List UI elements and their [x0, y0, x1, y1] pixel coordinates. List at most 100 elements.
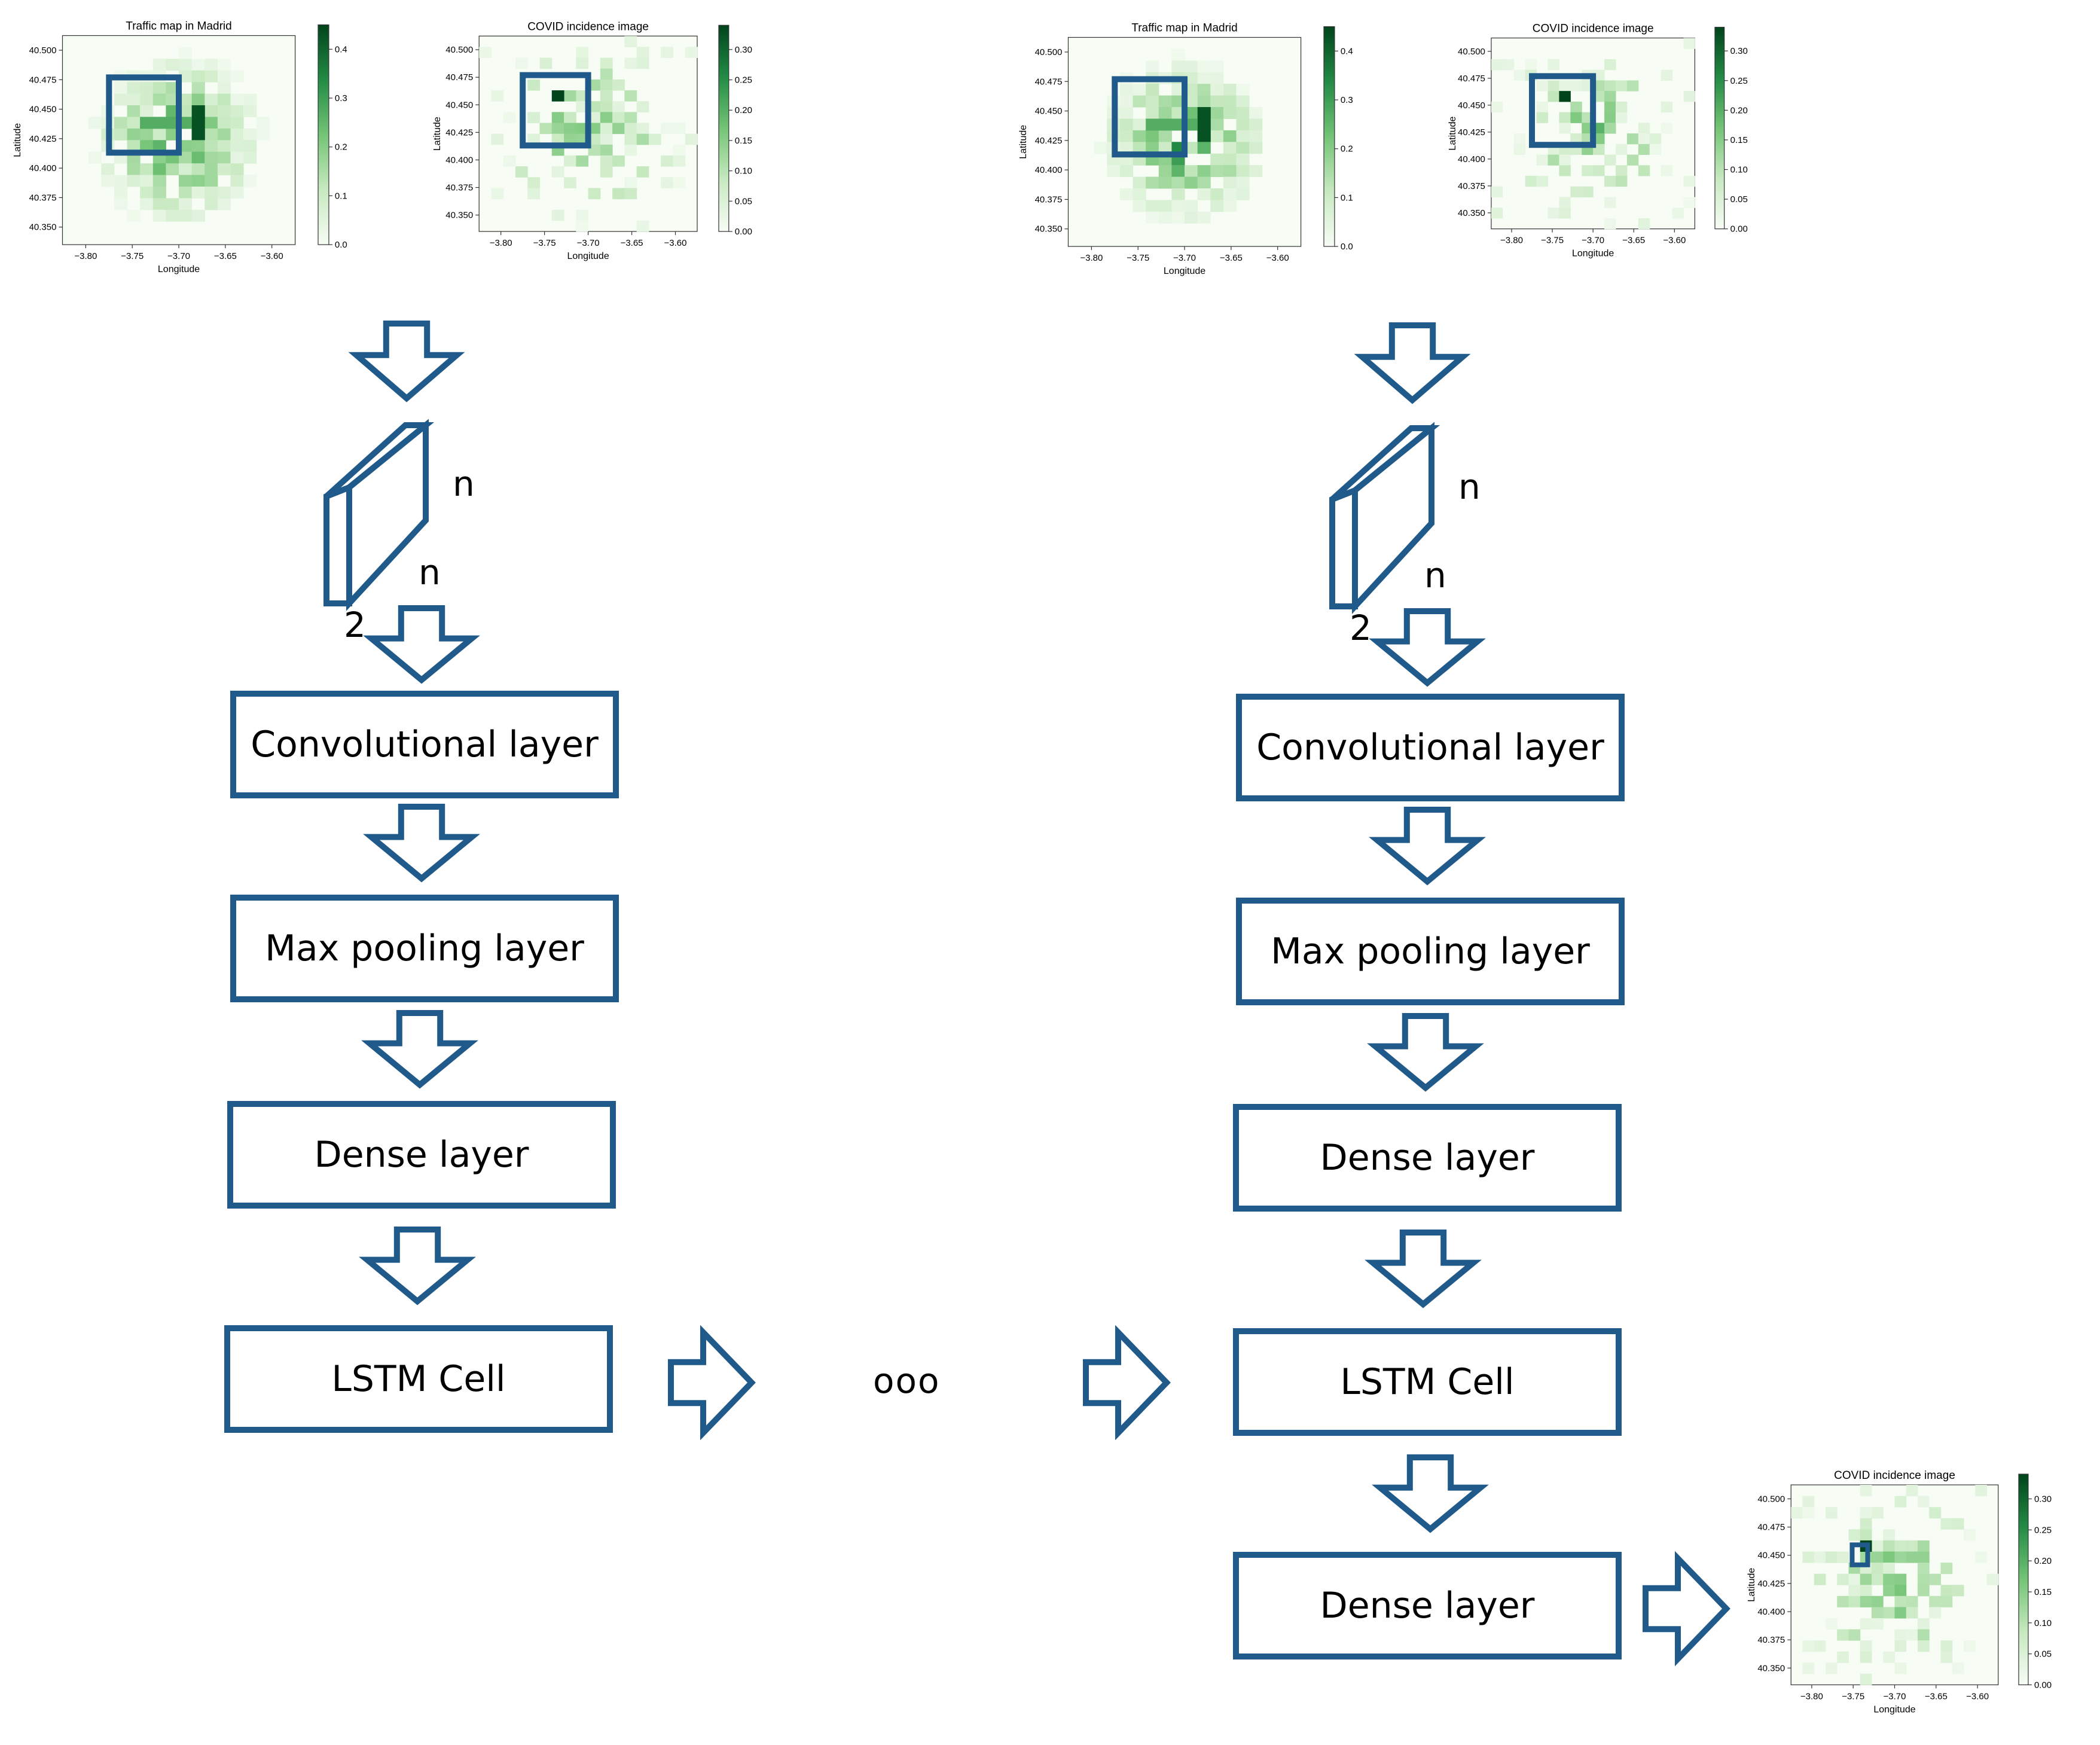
map-title: COVID incidence image [1834, 1469, 1955, 1482]
traffic-map-right: Traffic map in Madrid−3.80−3.75−3.70−3.6… [1018, 22, 1353, 277]
dense-layer-box: Dense layer [227, 1101, 616, 1209]
x-tick-label: −3.65 [214, 251, 237, 261]
colorbar-tick-label: 0.30 [2034, 1494, 2052, 1504]
colorbar-tick-label: 0.0 [1341, 242, 1353, 252]
x-tick-label: −3.65 [1925, 1691, 1948, 1701]
conv-layer-box: Convolutional layer [1236, 694, 1625, 801]
down-arrow-icon [1369, 608, 1486, 687]
dense-output-layer-box: Dense layer [1233, 1552, 1622, 1659]
y-tick-label: 40.475 [445, 72, 473, 83]
right-arrow-icon [668, 1325, 756, 1441]
colorbar-tick-label: 0.15 [2034, 1587, 2052, 1597]
input-depth-label: 2 [344, 605, 366, 645]
right-arrow-icon [1643, 1551, 1730, 1667]
traffic-map-left: Traffic map in Madrid−3.80−3.75−3.70−3.6… [13, 20, 347, 275]
y-tick-label: 40.350 [1757, 1663, 1785, 1673]
y-tick-label: 40.425 [1757, 1579, 1785, 1589]
x-tick-label: −3.75 [1541, 236, 1564, 246]
down-arrow-icon [359, 1227, 476, 1305]
y-tick-label: 40.500 [445, 45, 473, 55]
map-title: COVID incidence image [527, 20, 649, 33]
x-tick-label: −3.80 [1080, 253, 1103, 263]
x-axis-label: Longitude [158, 264, 200, 274]
y-tick-label: 40.450 [1035, 106, 1063, 117]
y-axis-label: Latitude [1448, 117, 1458, 151]
colorbar-tick-label: 0.2 [335, 142, 347, 152]
input-volume-icon [323, 419, 435, 611]
down-arrow-icon [1365, 1230, 1482, 1308]
y-tick-label: 40.375 [1035, 194, 1063, 205]
covid-map-left: COVID incidence image−3.80−3.75−3.70−3.6… [432, 20, 752, 261]
colorbar-tick-label: 0.2 [1341, 144, 1353, 154]
colorbar-tick-label: 0.4 [1341, 46, 1353, 56]
colorbar-tick-label: 0.10 [2034, 1618, 2052, 1628]
colorbar-tick-label: 0.00 [2034, 1680, 2052, 1690]
colorbar-tick-label: 0.20 [735, 105, 752, 115]
y-tick-label: 40.350 [1458, 208, 1485, 218]
x-tick-label: −3.60 [1966, 1691, 1989, 1701]
y-tick-label: 40.400 [445, 155, 473, 165]
input-volume-icon [1329, 422, 1440, 614]
y-tick-label: 40.425 [1458, 127, 1485, 138]
input-depth-label: 2 [1350, 608, 1372, 648]
y-tick-label: 40.450 [29, 105, 57, 115]
y-tick-label: 40.450 [1757, 1551, 1785, 1561]
y-axis-label: Latitude [1018, 125, 1028, 159]
x-tick-label: −3.70 [577, 238, 600, 248]
max-pooling-layer-box: Max pooling layer [1236, 898, 1625, 1005]
y-tick-label: 40.375 [1757, 1635, 1785, 1645]
down-arrow-icon [1367, 1013, 1484, 1092]
x-tick-label: −3.80 [74, 251, 97, 261]
x-tick-label: −3.65 [1220, 253, 1243, 263]
y-tick-label: 40.450 [445, 100, 473, 110]
y-axis-label: Latitude [432, 117, 442, 151]
y-tick-label: 40.400 [1757, 1607, 1785, 1617]
colorbar-tick-label: 0.10 [1730, 165, 1748, 175]
x-tick-label: −3.60 [1663, 236, 1686, 246]
colorbar-tick-label: 0.00 [1730, 224, 1748, 234]
y-tick-label: 40.450 [1458, 100, 1485, 111]
y-tick-label: 40.375 [29, 193, 57, 203]
down-arrow-icon [1369, 807, 1486, 886]
colorbar-tick-label: 0.25 [2034, 1525, 2052, 1535]
map-title: COVID incidence image [1533, 23, 1654, 35]
y-axis-label: Latitude [1747, 1568, 1757, 1602]
x-axis-label: Longitude [1572, 249, 1614, 259]
down-arrow-icon [363, 804, 480, 883]
x-tick-label: −3.65 [621, 238, 643, 248]
colorbar-tick-label: 0.30 [1730, 46, 1748, 56]
y-tick-label: 40.475 [29, 75, 57, 85]
conv-layer-box: Convolutional layer [230, 691, 619, 798]
y-tick-label: 40.425 [1035, 136, 1063, 146]
y-tick-label: 40.350 [445, 211, 473, 221]
y-tick-label: 40.350 [29, 222, 57, 233]
colorbar-tick-label: 0.3 [335, 93, 347, 103]
x-axis-label: Longitude [1164, 266, 1205, 276]
colorbar-tick-label: 0.0 [335, 240, 347, 250]
x-tick-label: −3.70 [1884, 1691, 1906, 1701]
colorbar-tick-label: 0.00 [735, 227, 752, 237]
y-tick-label: 40.375 [1458, 181, 1485, 191]
x-tick-label: −3.60 [664, 238, 687, 248]
x-axis-label: Longitude [567, 251, 609, 261]
colorbar-tick-label: 0.05 [1730, 194, 1748, 205]
y-tick-label: 40.475 [1757, 1523, 1785, 1533]
x-tick-label: −3.65 [1622, 236, 1645, 246]
colorbar-tick-label: 0.30 [735, 45, 752, 55]
x-tick-label: −3.60 [1266, 253, 1289, 263]
y-tick-label: 40.500 [1757, 1494, 1785, 1504]
x-tick-label: −3.80 [490, 238, 512, 248]
max-pooling-layer-box: Max pooling layer [230, 895, 619, 1002]
down-arrow-icon [363, 605, 480, 684]
x-tick-label: −3.75 [1127, 253, 1149, 263]
y-tick-label: 40.400 [1458, 154, 1485, 164]
dense-layer-box: Dense layer [1233, 1104, 1622, 1212]
lstm-cell-box: LSTM Cell [1233, 1328, 1622, 1436]
y-tick-label: 40.350 [1035, 224, 1063, 234]
down-arrow-icon [361, 1010, 478, 1089]
colorbar-tick-label: 0.15 [735, 136, 752, 146]
down-arrow-icon [1354, 322, 1471, 404]
input-width-label: n [1458, 466, 1481, 507]
colorbar-tick-label: 0.10 [735, 166, 752, 176]
